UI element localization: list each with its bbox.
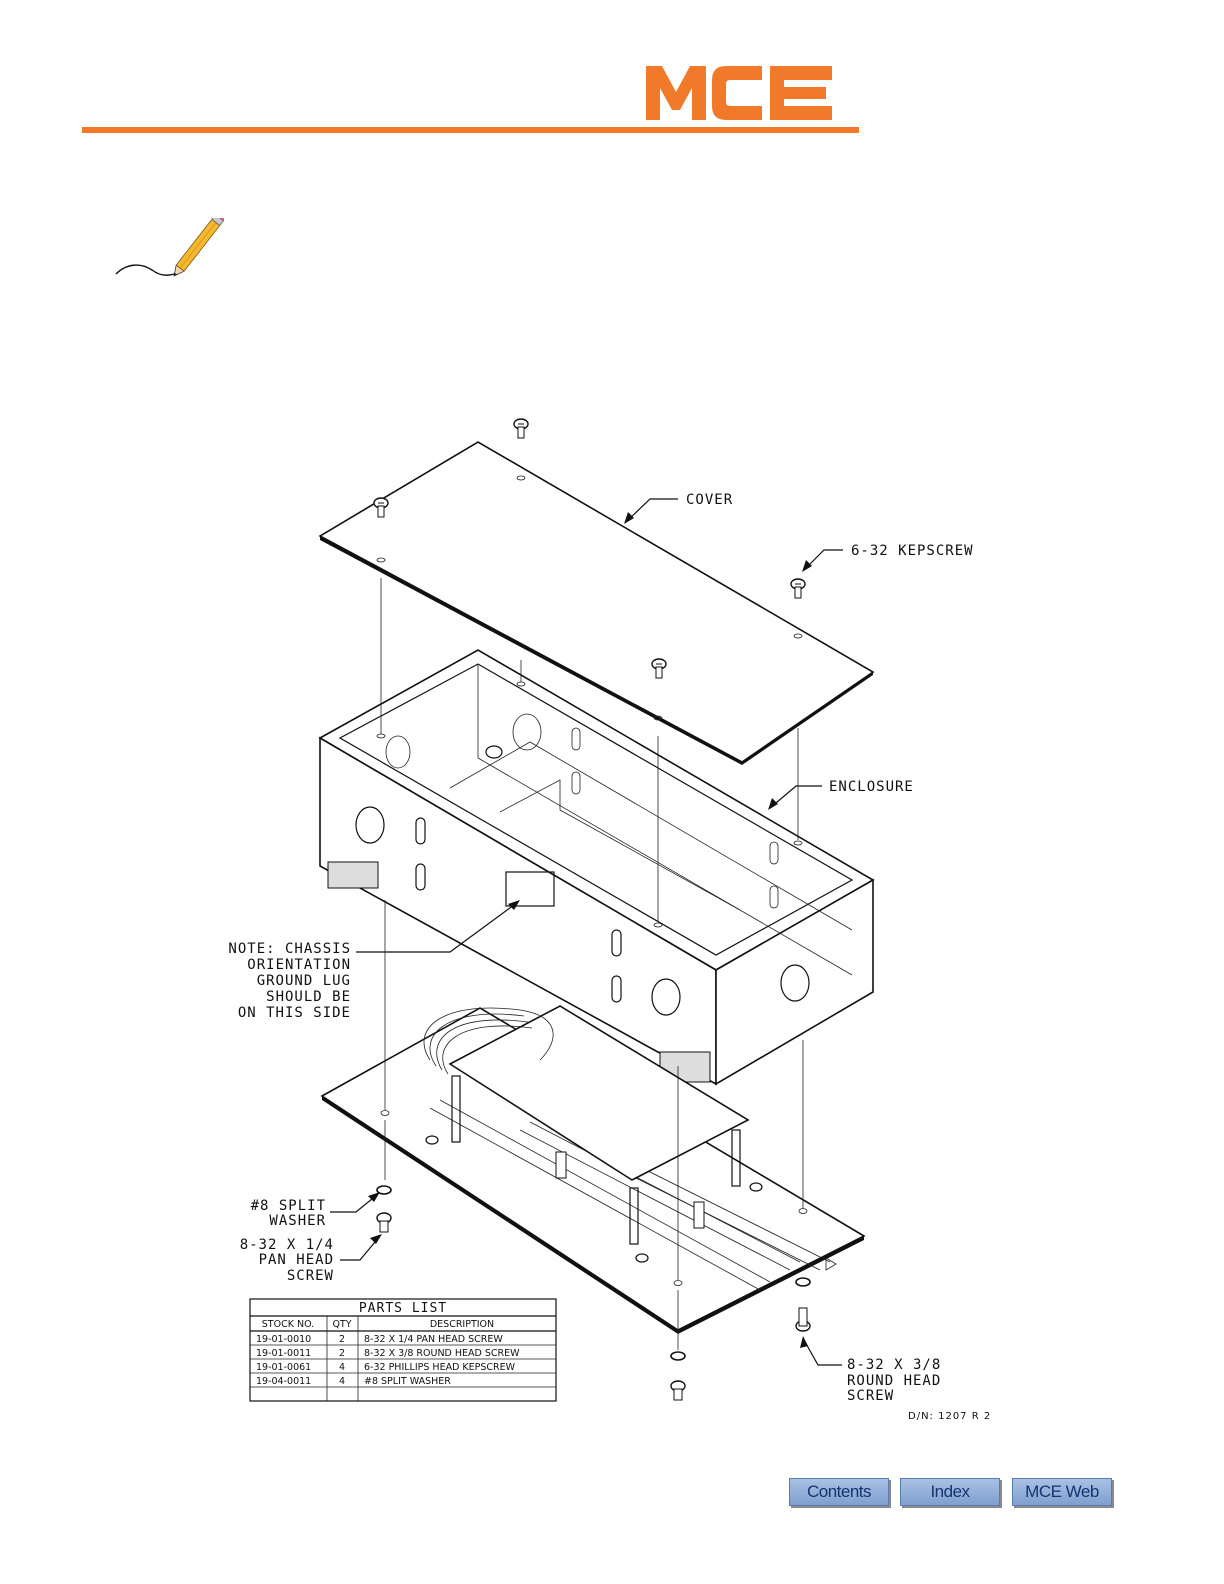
svg-text:NOTE: CHASSIS: NOTE: CHASSIS [228,941,351,957]
table-row: 19-01-0061 4 6-32 PHILLIPS HEAD KEPSCREW [256,1362,516,1373]
table-row: 19-01-0010 2 8-32 X 1/4 PAN HEAD SCREW [256,1334,503,1345]
svg-text:2: 2 [339,1334,345,1345]
svg-text:ROUND HEAD: ROUND HEAD [847,1373,941,1389]
washers-and-screws [376,1185,811,1401]
base-plate [320,1005,866,1334]
parts-list-table: PARTS LIST STOCK NO. QTY DESCRIPTION 19-… [249,1298,557,1402]
svg-text:PAN HEAD: PAN HEAD [259,1252,334,1268]
svg-text:#8 SPLIT: #8 SPLIT [251,1198,326,1214]
col-description: DESCRIPTION [430,1319,494,1330]
label-enclosure: ENCLOSURE [829,779,914,795]
svg-text:GROUND LUG: GROUND LUG [257,973,351,989]
cover-plate [318,441,875,765]
col-stock-no: STOCK NO. [262,1319,314,1330]
svg-text:4: 4 [339,1376,345,1387]
pencil-icon [115,218,224,277]
svg-text:8-32 X 1/4: 8-32 X 1/4 [240,1237,334,1253]
leader-lines [330,498,843,1366]
label-cover: COVER [686,492,733,508]
svg-text:ORIENTATION: ORIENTATION [247,957,351,973]
svg-text:WASHER: WASHER [269,1213,326,1229]
svg-text:#8 SPLIT WASHER: #8 SPLIT WASHER [364,1376,451,1387]
table-row: 19-04-0011 4 #8 SPLIT WASHER [256,1376,451,1387]
svg-text:19-01-0061: 19-01-0061 [256,1362,311,1373]
note-chassis-orientation: NOTE: CHASSIS ORIENTATION GROUND LUG SHO… [228,941,351,1021]
kepscrew-set [373,418,806,679]
drawing-number: D/N: 1207 R 2 [908,1411,991,1422]
mce-web-button[interactable]: MCE Web [1012,1478,1112,1506]
index-button[interactable]: Index [900,1478,1000,1506]
table-row: 19-01-0011 2 8-32 X 3/8 ROUND HEAD SCREW [256,1348,520,1359]
mce-logo [640,62,836,124]
svg-text:4: 4 [339,1362,345,1373]
label-pan-head-screw: 8-32 X 1/4 PAN HEAD SCREW [240,1237,334,1284]
label-kepscrew: 6-32 KEPSCREW [851,543,974,559]
col-qty: QTY [332,1319,351,1330]
parts-list-title: PARTS LIST [359,1301,447,1316]
svg-text:8-32 X 3/8 ROUND HEAD SCREW: 8-32 X 3/8 ROUND HEAD SCREW [364,1348,520,1359]
svg-text:19-04-0011: 19-04-0011 [256,1376,311,1387]
svg-text:6-32 PHILLIPS HEAD KEPSCREW: 6-32 PHILLIPS HEAD KEPSCREW [364,1362,516,1373]
svg-text:ON THIS SIDE: ON THIS SIDE [238,1005,351,1021]
header-rule [82,127,859,133]
svg-text:SCREW: SCREW [287,1268,334,1284]
svg-text:SCREW: SCREW [847,1388,894,1404]
svg-text:19-01-0011: 19-01-0011 [256,1348,311,1359]
svg-text:SHOULD BE: SHOULD BE [266,989,351,1005]
svg-text:19-01-0010: 19-01-0010 [256,1334,311,1345]
label-round-head-screw: 8-32 X 3/8 ROUND HEAD SCREW [847,1357,941,1404]
contents-button[interactable]: Contents [789,1478,889,1506]
svg-text:8-32 X 3/8: 8-32 X 3/8 [847,1357,941,1373]
svg-text:2: 2 [339,1348,345,1359]
label-split-washer: #8 SPLIT WASHER [251,1198,326,1229]
enclosure-box [318,649,875,1086]
alignment-lines [380,578,804,1350]
svg-text:8-32 X 1/4 PAN HEAD SCREW: 8-32 X 1/4 PAN HEAD SCREW [364,1334,503,1345]
